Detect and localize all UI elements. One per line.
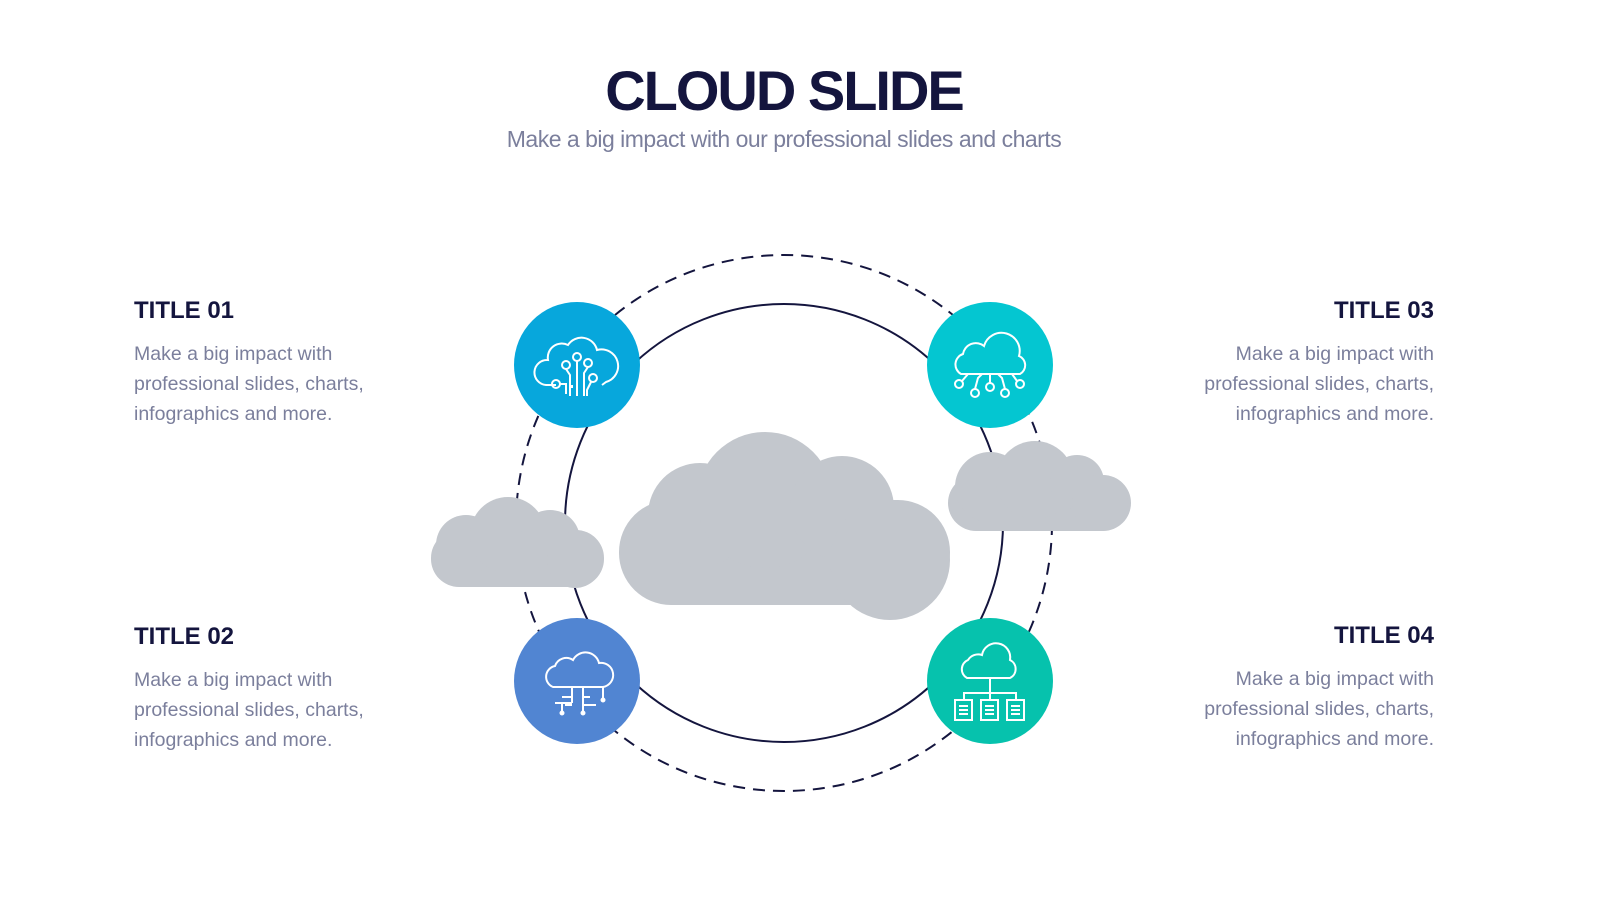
badge-01 [514,302,640,428]
item-text: Make a big impact with professional slid… [1204,343,1434,425]
cloud-network-icon [545,651,615,716]
page-subtitle: Make a big impact with our professional … [506,126,1062,152]
badge-02 [514,618,640,744]
item-text: Make a big impact with professional slid… [1204,668,1434,750]
item-text: Make a big impact with professional slid… [134,669,364,751]
left-cloud [431,497,604,588]
item-text: Make a big impact with professional slid… [134,343,364,425]
right-cloud [948,441,1131,531]
item-03: TITLE 03 Make a big impact with professi… [1174,297,1434,429]
badge-03 [927,302,1053,428]
badge-04 [927,618,1053,744]
item-02: TITLE 02 Make a big impact with professi… [134,623,394,755]
page-title: CLOUD SLIDE [605,59,965,122]
item-01: TITLE 01 Make a big impact with professi… [134,297,394,429]
item-04: TITLE 04 Make a big impact with professi… [1174,622,1434,754]
item-title: TITLE 04 [1333,622,1434,649]
item-title: TITLE 03 [1333,297,1434,324]
cloud-circuit-icon [533,336,620,396]
cloud-documents-icon [954,642,1025,721]
large-cloud [619,432,950,620]
cloud-nodes-icon [954,331,1027,398]
item-title: TITLE 01 [134,297,235,324]
item-title: TITLE 02 [134,623,235,650]
